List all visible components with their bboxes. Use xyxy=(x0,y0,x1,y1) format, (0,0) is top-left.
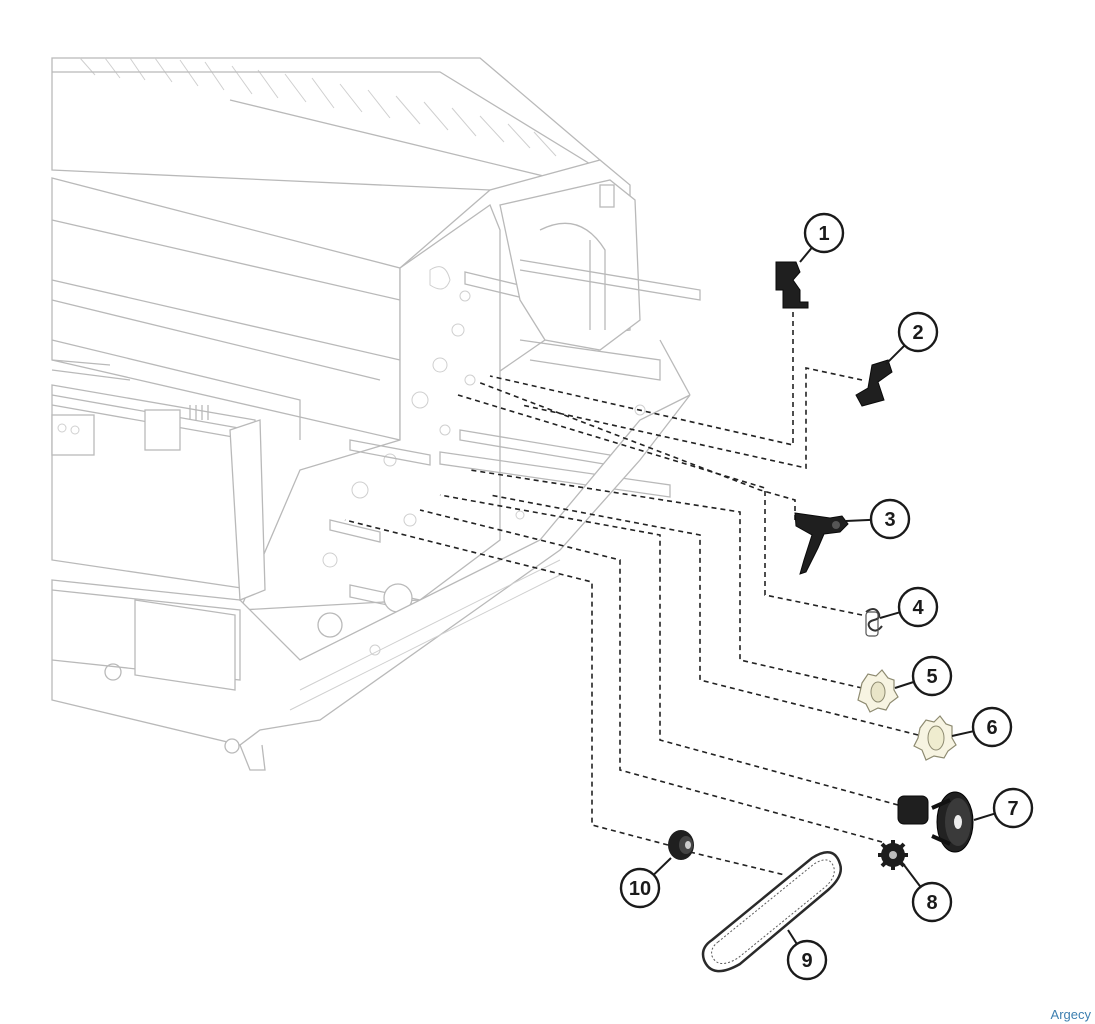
callouts: 1 2 3 4 5 6 7 8 9 10 xyxy=(619,212,1034,981)
callout-number-3: 3 xyxy=(884,509,895,531)
callout-circle-1 xyxy=(803,212,845,254)
callout-number-7: 7 xyxy=(1007,798,1018,820)
callout-pointer-5 xyxy=(894,680,915,689)
callout-number-2: 2 xyxy=(912,322,923,344)
callout-number-1: 1 xyxy=(818,223,829,245)
callout-pointer-8 xyxy=(903,864,922,888)
callout-number-5: 5 xyxy=(926,666,937,688)
callout-7: 7 xyxy=(973,787,1034,829)
leader-line-2 xyxy=(521,367,863,469)
callout-pointer-2 xyxy=(885,344,906,365)
leader-line-8 xyxy=(419,509,883,843)
callout-pointer-6 xyxy=(951,730,974,737)
callout-2: 2 xyxy=(885,311,939,365)
part-3-actuator xyxy=(794,512,849,575)
callout-10: 10 xyxy=(619,857,672,909)
callout-number-9: 9 xyxy=(801,950,812,972)
callout-6: 6 xyxy=(951,706,1013,748)
callout-pointer-10 xyxy=(652,857,672,876)
callout-pointer-7 xyxy=(973,812,996,821)
part-9-belt xyxy=(701,851,842,973)
callout-circle-5 xyxy=(911,655,953,697)
callout-circle-2 xyxy=(897,311,939,353)
callout-9: 9 xyxy=(786,929,828,981)
leader-line-3 xyxy=(477,381,796,520)
callout-3: 3 xyxy=(845,498,911,540)
leader-line-4 xyxy=(457,394,863,616)
callout-pointer-3 xyxy=(845,518,872,522)
callout-circle-10 xyxy=(619,867,661,909)
callout-circle-8 xyxy=(911,881,953,923)
part-6-gear xyxy=(913,715,957,761)
part-10-pulley xyxy=(668,830,694,860)
callout-circle-4 xyxy=(897,586,939,628)
part-1-lever xyxy=(775,261,809,309)
callout-pointer-1 xyxy=(799,246,813,263)
printer-frame xyxy=(51,57,701,771)
leader-line-9 xyxy=(689,851,786,876)
leader-line-6 xyxy=(489,494,919,736)
part-4-spring xyxy=(865,608,883,637)
leader-line-7 xyxy=(439,494,899,806)
part-2-arm xyxy=(855,359,893,407)
callout-8: 8 xyxy=(903,864,953,923)
callout-1: 1 xyxy=(799,212,845,263)
callout-circle-7 xyxy=(992,787,1034,829)
part-7-compound-gear xyxy=(897,791,974,853)
callout-circle-3 xyxy=(869,498,911,540)
part-5-gear xyxy=(857,669,899,713)
callout-5: 5 xyxy=(894,655,953,697)
callout-circle-6 xyxy=(971,706,1013,748)
callout-pointer-9 xyxy=(787,929,798,945)
part-8-pinion xyxy=(878,840,908,870)
callout-number-10: 10 xyxy=(629,878,651,900)
callout-circle-9 xyxy=(786,939,828,981)
callout-number-6: 6 xyxy=(986,717,997,739)
callout-number-8: 8 xyxy=(926,892,937,914)
leader-lines xyxy=(344,312,919,876)
leader-line-5 xyxy=(469,469,863,689)
cover-ribs xyxy=(52,57,601,181)
callout-4: 4 xyxy=(879,586,939,628)
leader-line-10 xyxy=(344,519,669,846)
callout-number-4: 4 xyxy=(912,597,924,619)
watermark-text: Argecy xyxy=(1050,1007,1091,1022)
callout-pointer-4 xyxy=(879,611,901,619)
